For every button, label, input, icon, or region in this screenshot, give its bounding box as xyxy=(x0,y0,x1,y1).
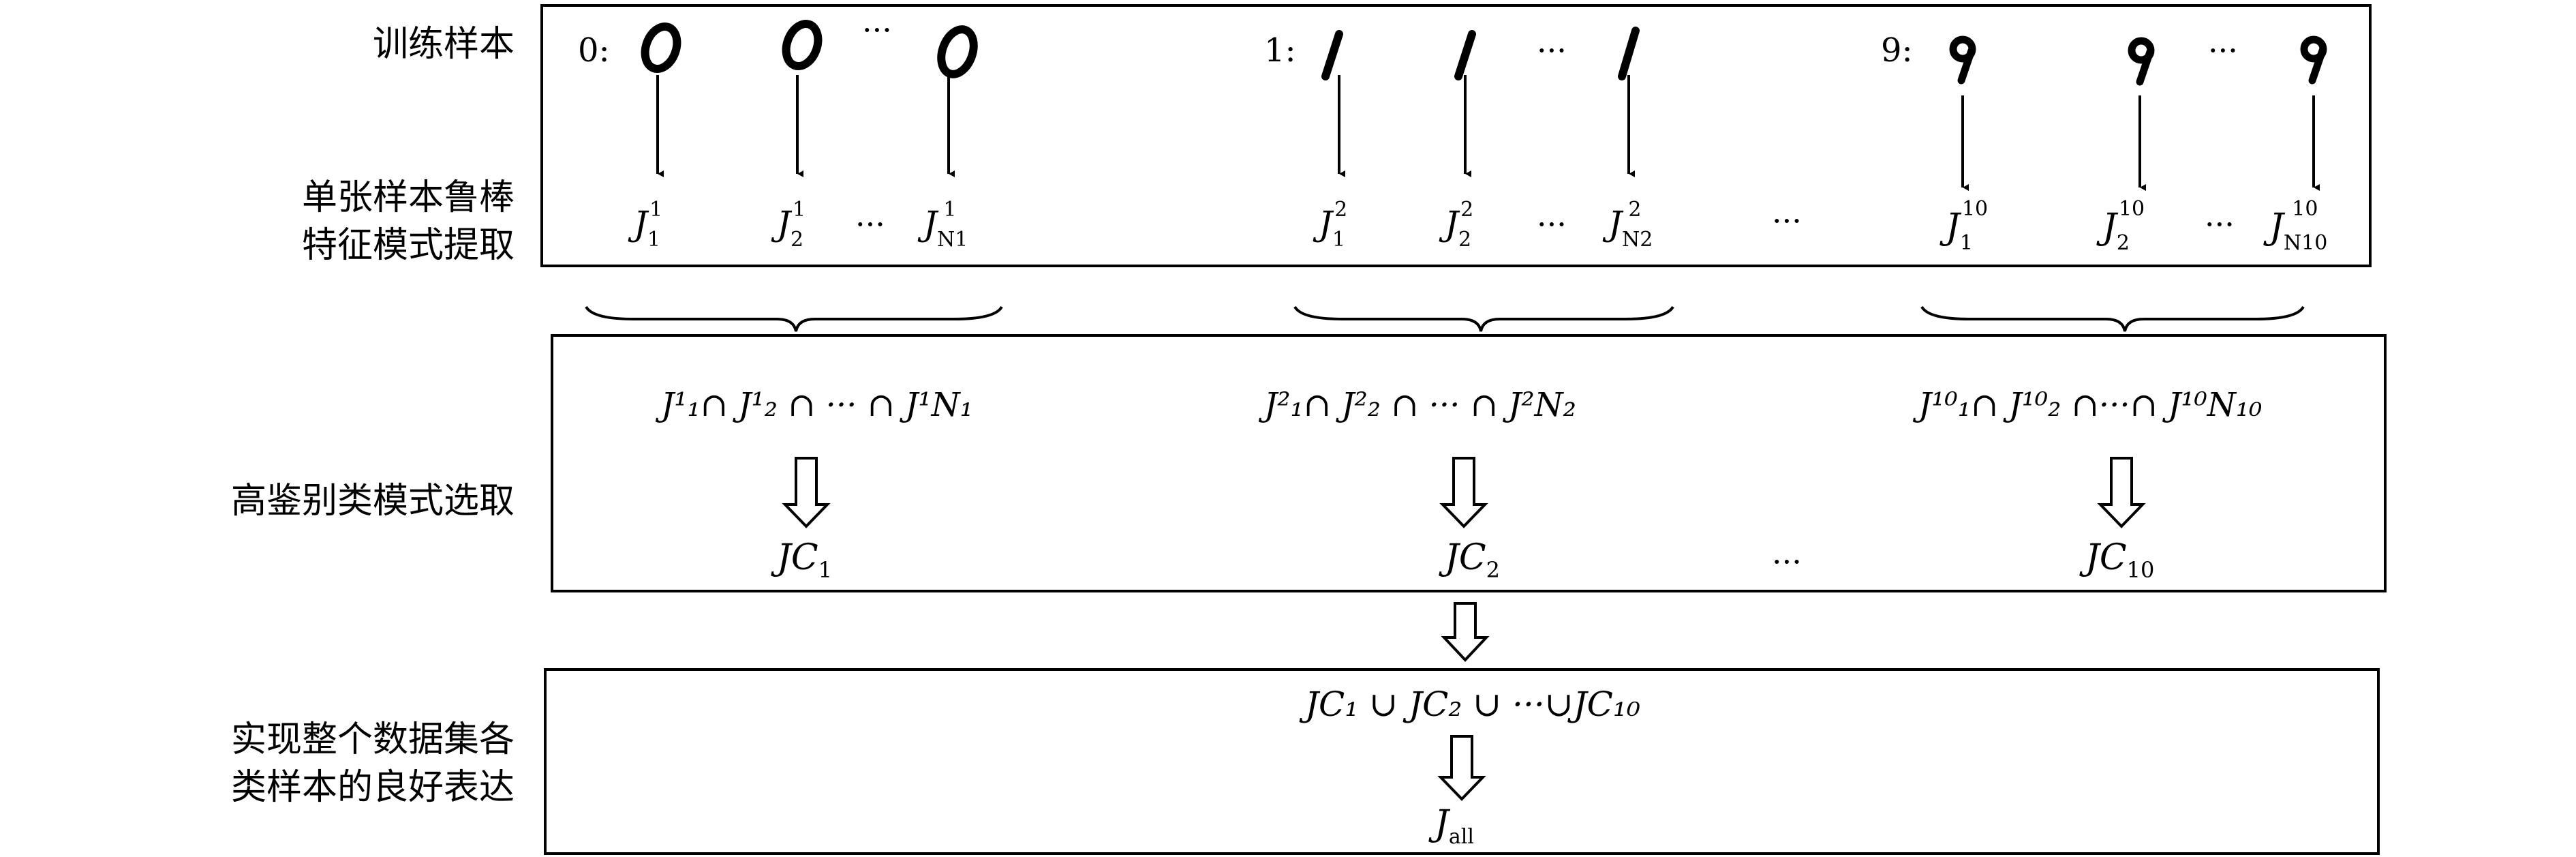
stage-label-feature-extraction: 单张样本鲁棒 特征模式提取 xyxy=(302,174,515,269)
stage-label-text: 单张样本鲁棒 xyxy=(301,177,515,218)
union-formula: JC₁ ∪ JC₂ ∪ ···∪JC₁₀ xyxy=(1299,685,1640,724)
feature-term: J21 xyxy=(771,198,806,252)
final-output: Jall xyxy=(1428,803,1474,849)
stage-label-text: 类样本的良好表达 xyxy=(230,767,515,808)
ellipsis: ··· xyxy=(855,206,885,243)
handwritten-digit-icon xyxy=(1321,27,1640,80)
stage-label-pattern-selection: 高鉴别类模式选取 xyxy=(231,477,515,525)
feature-term: JN22 xyxy=(1602,198,1653,252)
group-label: 0: xyxy=(578,31,610,70)
sample-group-9: 9: ··· J110 J210 ··· JN1010 xyxy=(1881,31,2327,255)
selection-box xyxy=(551,334,2387,592)
ellipsis: ··· xyxy=(1537,32,1567,69)
group-label: 9: xyxy=(1881,31,1913,70)
feature-term: JN11 xyxy=(917,198,968,252)
class-pattern: JC1 xyxy=(771,537,832,583)
group-label: 1: xyxy=(1264,31,1296,70)
sample-group-1: 1: ··· J12 J22 ··· JN22 xyxy=(1264,27,1653,252)
hollow-down-arrow-icon xyxy=(1441,602,1490,662)
ellipsis: ··· xyxy=(2208,32,2238,69)
handwritten-digit-icon xyxy=(641,20,978,78)
intersection-formula: J¹⁰₁∩ J¹⁰₂ ∩···∩ J¹⁰N₁₀ xyxy=(1912,386,2262,424)
stage-label-text: 训练样本 xyxy=(372,24,515,65)
ellipsis: ··· xyxy=(2205,206,2235,243)
feature-term: JN1010 xyxy=(2263,197,2327,255)
feature-term: J210 xyxy=(2096,197,2145,255)
feature-term: J110 xyxy=(1939,197,1988,255)
intersection-formula: J¹₁∩ J¹₂ ∩ ··· ∩ J¹N₁ xyxy=(655,386,973,424)
between-groups-ellipsis: ··· xyxy=(1772,202,1802,239)
sample-group-0: 0: ··· J11 J21 ··· JN11 xyxy=(578,12,978,252)
feature-term: J11 xyxy=(628,198,662,252)
feature-term: J12 xyxy=(1313,198,1347,252)
ellipsis: ··· xyxy=(1537,206,1567,243)
handwritten-digit-icon xyxy=(1949,35,2327,86)
ellipsis: ··· xyxy=(1772,543,1802,580)
intersection-formula: J²₁∩ J²₂ ∩ ··· ∩ J²N₂ xyxy=(1258,386,1576,424)
feature-term: J22 xyxy=(1439,198,1473,252)
stage-label-representation: 实现整个数据集各 类样本的良好表达 xyxy=(231,716,515,811)
ellipsis: ··· xyxy=(862,12,892,48)
class-pattern: JC10 xyxy=(2079,537,2154,583)
stage-label-text: 实现整个数据集各 xyxy=(230,719,515,760)
samples-box xyxy=(540,4,2372,267)
class-pattern: JC2 xyxy=(1439,537,1500,583)
underbrace-icon xyxy=(585,305,2305,332)
hollow-down-arrow-icon xyxy=(1437,735,1486,801)
representation-box xyxy=(544,668,2380,855)
stage-label-text: 特征模式提取 xyxy=(301,225,515,266)
stage-label-text: 高鉴别类模式选取 xyxy=(230,481,515,522)
hollow-down-arrow-icon xyxy=(782,457,2146,528)
stage-label-training-samples: 训练样本 xyxy=(373,20,515,68)
